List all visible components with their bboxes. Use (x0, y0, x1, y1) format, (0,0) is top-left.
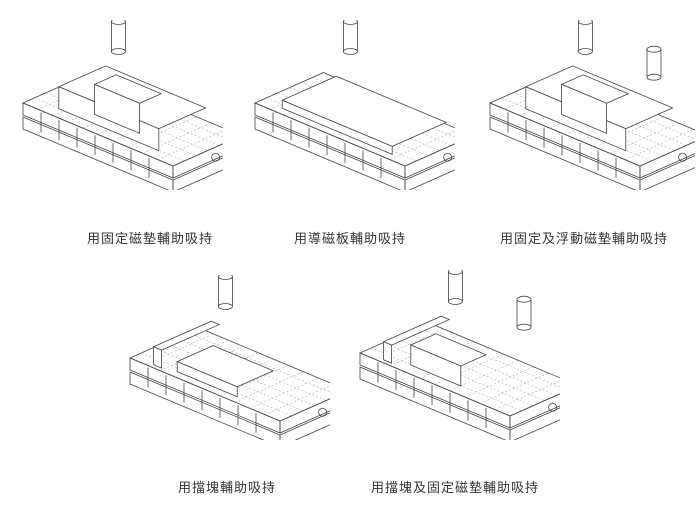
tool-cylinder (448, 271, 463, 302)
caption-stop-block-fixed-pad: 用擋塊及固定磁墊輔助吸持 (370, 481, 540, 496)
handle-knob-icon (678, 152, 688, 162)
tool-bottom (218, 303, 233, 310)
caption-fixed-floating-pad: 用固定及浮動磁墊輔助吸持 (499, 232, 669, 247)
workpiece-boss-side (94, 83, 141, 134)
pole-line (249, 377, 319, 409)
tool-cylinder (578, 21, 593, 52)
workpiece-boss-side (561, 83, 608, 134)
pole-line (624, 129, 694, 160)
pole-line (405, 332, 557, 396)
workpiece-side (410, 344, 462, 387)
pole-line (464, 366, 534, 398)
chuck-side-face (639, 141, 695, 179)
figure-fixed-floating-pad (475, 20, 695, 190)
pole-line (389, 130, 455, 160)
magnetic-plate-side (281, 99, 393, 156)
chuck-side-face (639, 155, 695, 190)
tool-cylinder (646, 49, 662, 78)
figure-stop-block (115, 275, 330, 440)
chuck-side-face (279, 412, 330, 440)
chuck-side-face (172, 157, 223, 190)
stop-block-side (383, 341, 392, 364)
tool-top (448, 270, 463, 275)
stop-block-side (153, 346, 162, 369)
tool-bottom (111, 48, 126, 55)
tool-cylinder (516, 299, 532, 328)
pole-line (187, 332, 330, 393)
handle-knob-icon (443, 152, 453, 162)
chuck-side-face (279, 398, 330, 434)
chuck-front-face (359, 366, 511, 440)
pole-line (394, 337, 545, 401)
chuck-illustration (253, 20, 455, 190)
workpiece (176, 345, 275, 388)
chuck-illustration (358, 270, 560, 440)
chuck-illustration (128, 275, 330, 440)
pole-line (157, 130, 223, 160)
pole-line (417, 327, 560, 388)
tool-bottom (646, 73, 662, 81)
chuck-top-face (253, 72, 455, 167)
chuck-side-face (172, 143, 223, 179)
handle-knob-icon (211, 152, 221, 162)
workpiece-side (176, 360, 238, 398)
tool-top (218, 275, 233, 280)
tool-bottom (516, 323, 532, 331)
chuck-side-face (509, 393, 560, 429)
tool-top (343, 20, 358, 25)
caption-stop-block: 用擋塊輔助吸持 (177, 481, 277, 496)
chuck-side-face (509, 407, 560, 440)
pole-line (479, 372, 549, 404)
handle-knob-icon (318, 407, 328, 417)
tool-bottom (343, 48, 358, 55)
tool-top (646, 45, 662, 53)
chuck-illustration (488, 20, 695, 190)
caption-fixed-pad: 用固定磁墊輔助吸持 (86, 232, 214, 247)
tool-bottom (448, 298, 463, 305)
figure-magnetic-plate (240, 20, 455, 190)
handle-knob-icon (548, 402, 558, 412)
caption-magnetic-plate: 用導磁板輔助吸持 (293, 232, 407, 247)
tool-cylinder (218, 276, 233, 307)
figure-fixed-pad (8, 20, 223, 190)
pole-line (494, 380, 560, 410)
tool-cylinder (111, 21, 126, 52)
tool-bottom (578, 48, 593, 55)
tool-top (516, 295, 532, 303)
tool-cylinder (343, 21, 358, 52)
tool-top (111, 20, 126, 25)
chuck-side-face (404, 143, 455, 179)
tool-top (578, 20, 593, 25)
pole-line (264, 385, 330, 415)
chuck-side-face (404, 157, 455, 190)
figure-stop-block-fixed-pad (345, 270, 560, 440)
chuck-illustration (21, 20, 223, 190)
